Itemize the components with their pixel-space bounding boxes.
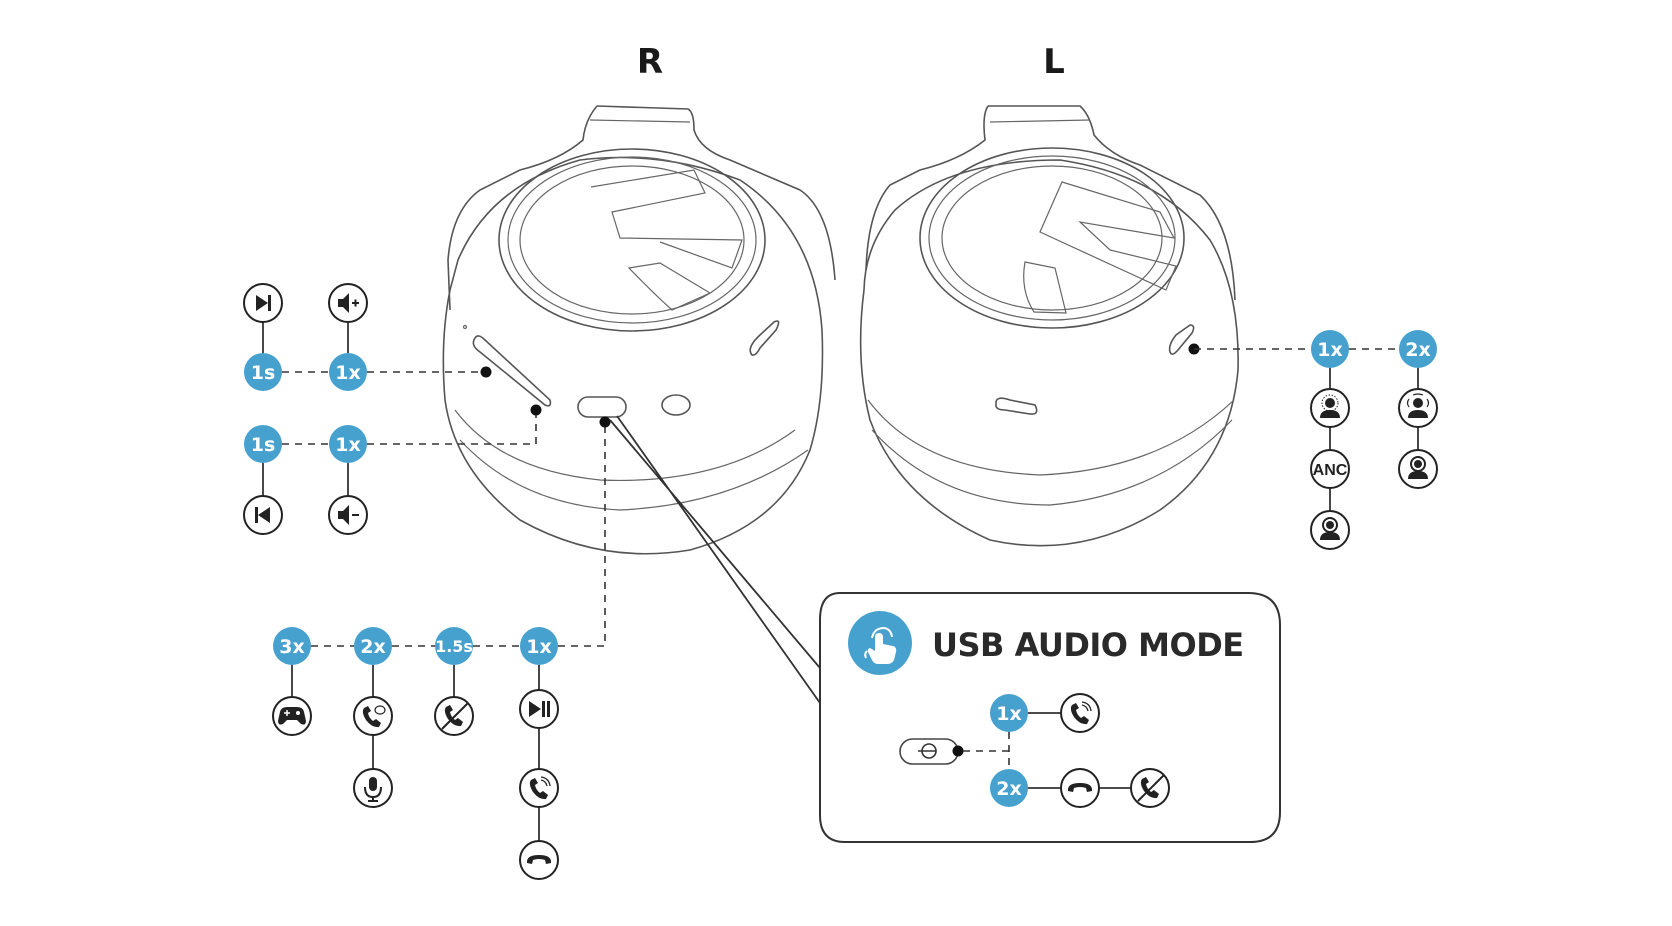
- usb-press-badge-2x: 2x: [990, 769, 1028, 807]
- play-pause-icon: [519, 689, 559, 729]
- svg-text:3x: 3x: [279, 636, 304, 658]
- svg-text:1x: 1x: [996, 703, 1021, 725]
- svg-text:2x: 2x: [996, 778, 1021, 800]
- svg-text:1x: 1x: [1317, 339, 1342, 361]
- ambient-boost-icon: [1398, 388, 1438, 428]
- right-earcup-illustration: [442, 105, 836, 555]
- press-badge-assistant: 2x: [354, 627, 392, 665]
- press-badge-vol-down: 1x: [329, 425, 367, 463]
- svg-text:1.5s: 1.5s: [435, 637, 473, 656]
- press-badge-game: 3x: [273, 627, 311, 665]
- svg-text:1x: 1x: [335, 362, 360, 384]
- previous-track-icon: [243, 495, 283, 535]
- svg-text:2x: 2x: [1405, 339, 1430, 361]
- press-badge-reject: 1.5s: [435, 627, 473, 665]
- normal-mode-icon: [1310, 510, 1350, 550]
- normal-mode-icon-2: [1398, 449, 1438, 489]
- tap-gesture-icon: [848, 611, 912, 675]
- usb-decline-call-icon: [1130, 768, 1170, 808]
- press-badge-mode-2x: 2x: [1399, 330, 1437, 368]
- press-badge-next: 1s: [244, 353, 282, 391]
- volume-down-icon: [328, 495, 368, 535]
- anc-icon: ANC: [1310, 449, 1350, 489]
- next-track-icon: [243, 283, 283, 323]
- svg-text:2x: 2x: [360, 636, 385, 658]
- usb-audio-mode-panel: USB AUDIO MODE 1x 2x: [819, 592, 1281, 843]
- connector-lines: [262, 322, 1419, 841]
- voice-assistant-call-icon: [353, 696, 393, 736]
- usb-answer-call-icon: [1060, 693, 1100, 733]
- svg-text:1x: 1x: [526, 636, 551, 658]
- press-badge-prev: 1s: [244, 425, 282, 463]
- svg-text:1x: 1x: [335, 434, 360, 456]
- svg-text:ANC: ANC: [1313, 462, 1348, 479]
- power-symbol-icon: [918, 743, 937, 759]
- decline-call-icon: [434, 696, 474, 736]
- press-badge-vol-up: 1x: [329, 353, 367, 391]
- transparency-icon: [1310, 388, 1350, 428]
- usb-press-badge-1x: 1x: [990, 694, 1028, 732]
- right-earcup-label: R: [637, 42, 663, 82]
- press-badge-play: 1x: [520, 627, 558, 665]
- answer-call-icon: [519, 768, 559, 808]
- volume-up-icon: [328, 283, 368, 323]
- gamepad-icon: [272, 696, 312, 736]
- hang-up-icon: [519, 840, 559, 880]
- press-badge-mode-1x: 1x: [1311, 330, 1349, 368]
- left-earcup-illustration: [859, 105, 1239, 547]
- microphone-icon: [353, 768, 393, 808]
- usb-hang-up-icon: [1060, 768, 1100, 808]
- usb-audio-mode-title: USB AUDIO MODE: [932, 626, 1244, 664]
- left-earcup-label: L: [1043, 42, 1065, 82]
- svg-text:1s: 1s: [251, 434, 276, 456]
- svg-text:1s: 1s: [251, 362, 276, 384]
